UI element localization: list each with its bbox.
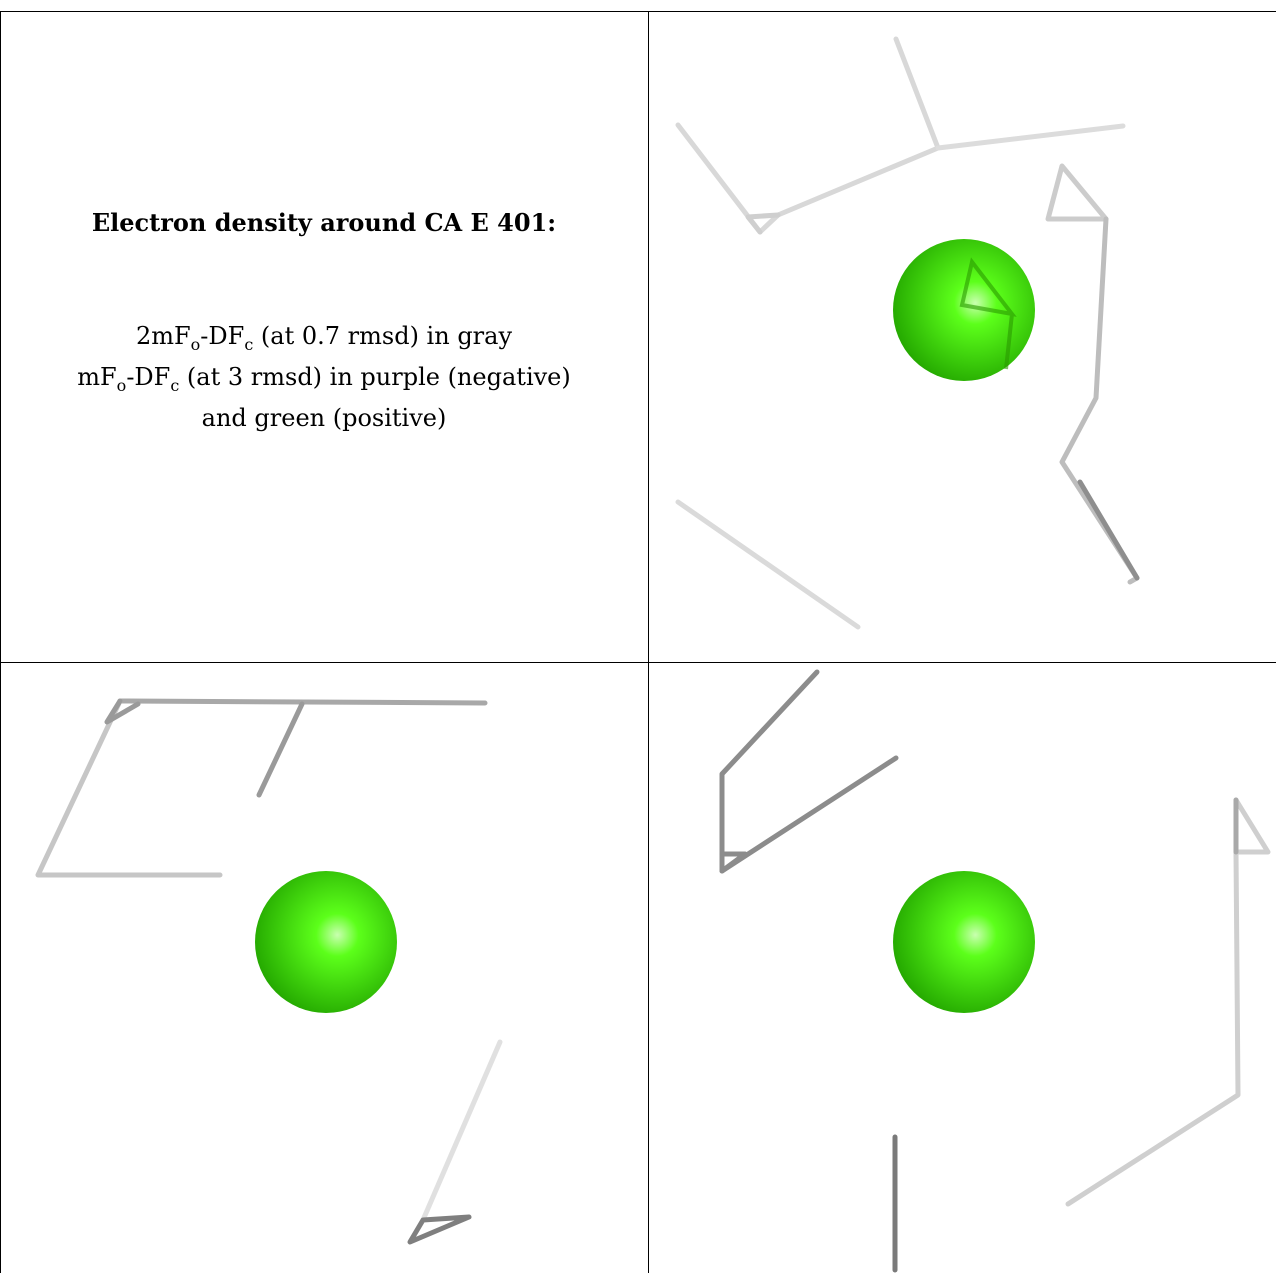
density-mesh-strand	[104, 698, 141, 725]
density-render	[719, 669, 1271, 1273]
density-mesh-strand	[1059, 216, 1140, 585]
caption-line-2: mFo-DFc (at 3 rmsd) in purple (negative)	[77, 362, 571, 395]
density-mesh-strand	[35, 698, 223, 878]
table-rule-left	[0, 11, 1, 1273]
density-mesh-strand	[1065, 797, 1271, 1207]
ion-sphere	[893, 239, 1035, 381]
caption-line-1: 2mFo-DFc (at 0.7 rmsd) in gray	[135, 322, 513, 354]
density-mesh-strand	[935, 123, 1126, 151]
density-mesh-strand	[719, 669, 899, 874]
density-view-top-right	[650, 12, 1276, 662]
density-mesh-strand	[719, 851, 748, 874]
density-mesh-strand	[959, 257, 1017, 370]
density-mesh-strand	[745, 212, 781, 235]
density-mesh-strand	[407, 1214, 472, 1245]
caption-body: 2mFo-DFc (at 0.7 rmsd) in gray mFo-DFc (…	[0, 320, 648, 434]
density-mesh-strand	[256, 701, 305, 798]
table-rule-middle	[0, 662, 1276, 663]
caption-panel: Electron density around CA E 401: 2mFo-D…	[0, 0, 648, 650]
density-mesh-strand	[675, 36, 941, 235]
density-mesh-strand	[1077, 479, 1140, 581]
density-mesh-strand	[420, 1039, 503, 1223]
ion-sphere	[255, 871, 397, 1013]
caption-title: Electron density around CA E 401:	[91, 208, 557, 237]
ion-sphere	[893, 871, 1035, 1013]
density-view-bottom-left	[0, 664, 648, 1273]
caption-line-3: and green (positive)	[201, 403, 447, 432]
density-view-bottom-right	[650, 664, 1276, 1273]
density-render	[35, 698, 503, 1245]
table-rule-top	[0, 11, 1276, 12]
density-render	[675, 36, 1140, 630]
density-mesh-strand	[675, 499, 861, 630]
density-mesh-strand	[1045, 163, 1109, 222]
table-rule-center	[648, 11, 649, 1273]
